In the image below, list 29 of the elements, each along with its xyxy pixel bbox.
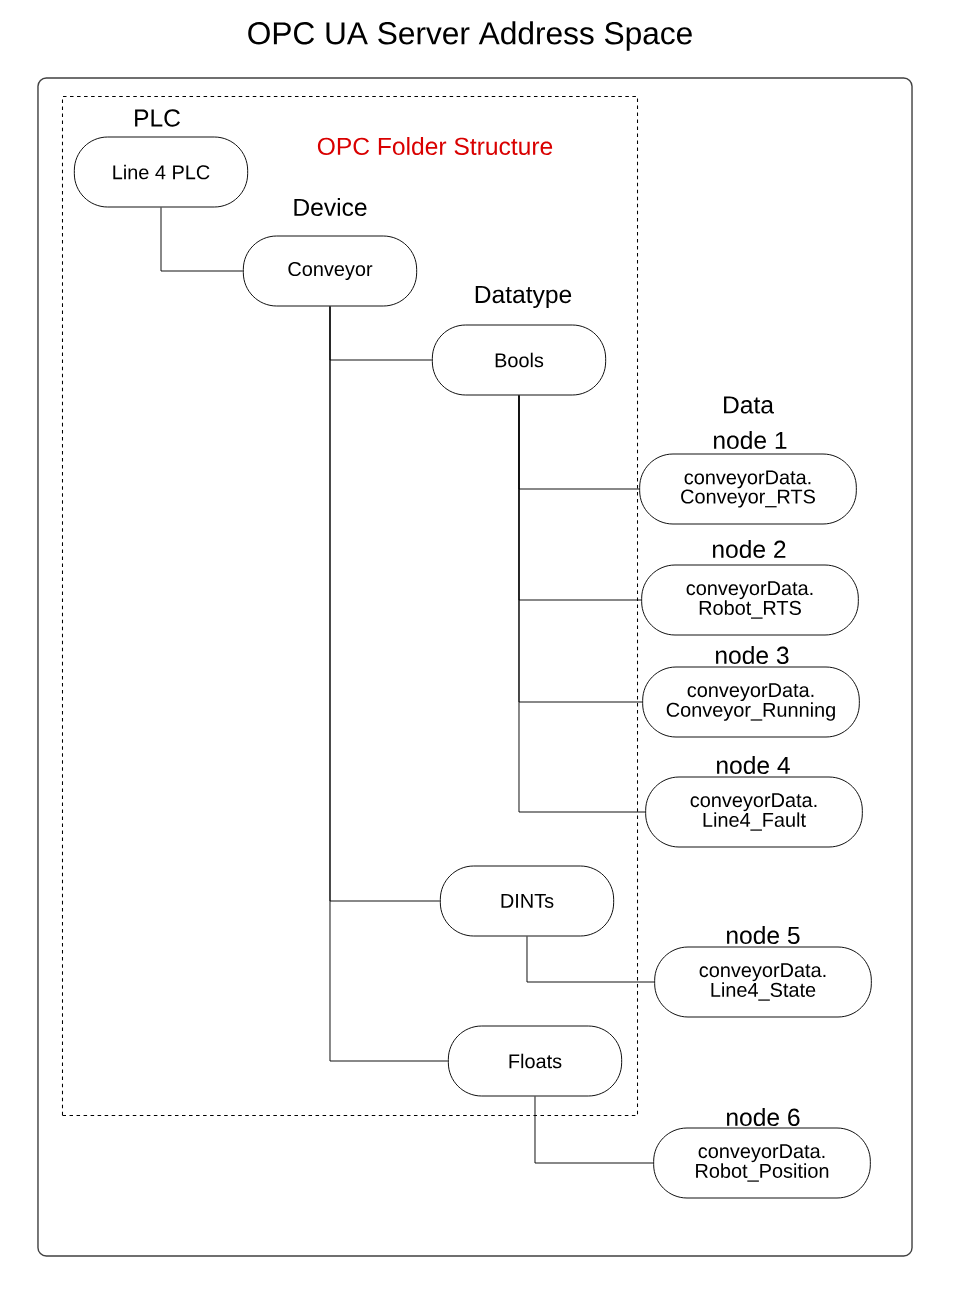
rounded-box: conveyorData. Line4_Fault — [645, 776, 863, 848]
title: OPC UA Server Address Space — [248, 21, 692, 51]
column-heading: Data — [724, 396, 774, 414]
heading: Datatype — [475, 286, 572, 309]
heading: PLC — [135, 109, 180, 127]
connector — [329, 306, 449, 1062]
heading: Device — [294, 198, 367, 217]
server-frame — [37, 77, 913, 1257]
rounded-box: conveyorData. Robot_RTS — [641, 564, 859, 636]
heading: node 3 — [716, 646, 789, 665]
rounded-box: Conveyor — [242, 235, 418, 307]
rounded-box: conveyorData. Conveyor_RTS — [639, 453, 857, 525]
heading: node 5 — [727, 926, 800, 945]
rounded-box: conveyorData. Line4_State — [654, 946, 872, 1018]
rounded-box: Line 4 PLC — [73, 136, 249, 208]
folder-title: OPC Folder Structure — [317, 137, 553, 156]
connector — [518, 395, 646, 813]
heading: node 4 — [717, 756, 790, 775]
heading: node 6 — [727, 1108, 800, 1127]
rounded-box: conveyorData. Robot_Position — [653, 1127, 871, 1199]
rounded-box: Floats — [447, 1025, 623, 1097]
heading: node 2 — [713, 540, 786, 559]
rounded-box: conveyorData. Conveyor_Running — [642, 666, 860, 738]
heading: node 1 — [714, 431, 787, 450]
connector — [534, 1096, 654, 1164]
connector — [160, 207, 244, 272]
connector — [526, 936, 655, 983]
rounded-box: DINTs — [439, 865, 615, 937]
rounded-box: Bools — [431, 324, 607, 396]
